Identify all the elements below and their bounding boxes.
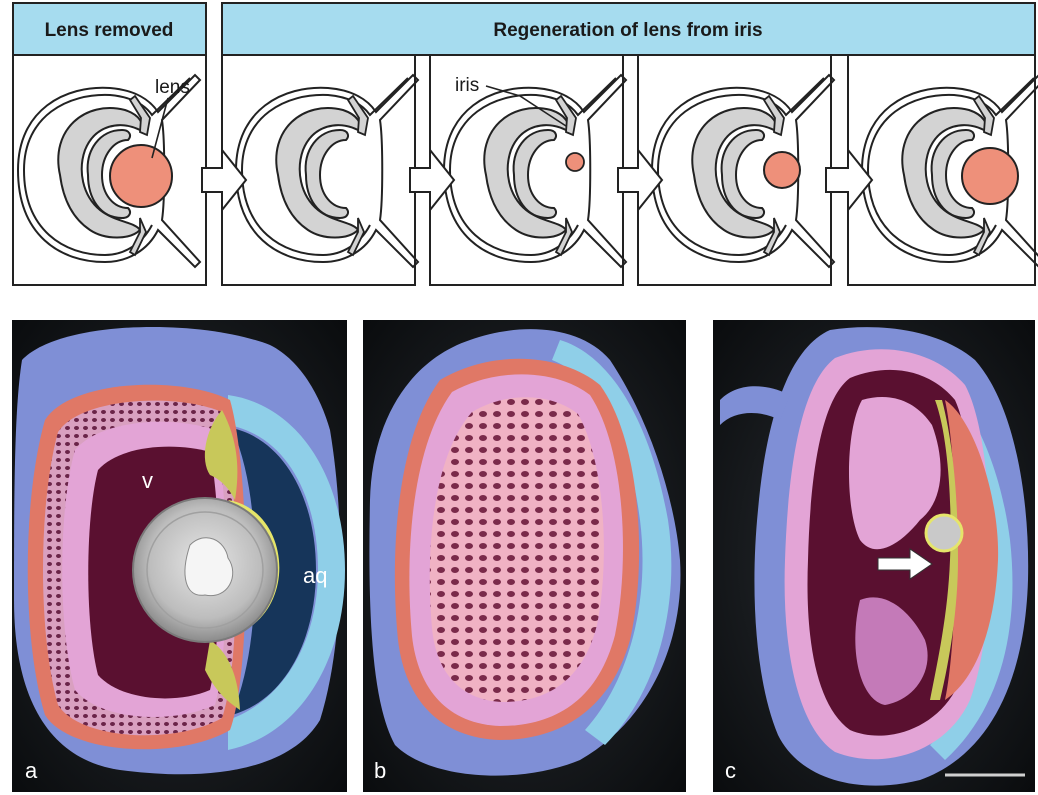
arrow-3 xyxy=(617,147,664,213)
photo-a-letter: a xyxy=(25,758,38,783)
arrow-1 xyxy=(201,147,248,213)
lens-label: lens xyxy=(155,77,190,98)
photo-panel-b xyxy=(363,320,686,792)
panel-stage-3: iris xyxy=(429,54,627,286)
stage-arrows xyxy=(201,147,874,213)
arrow-2 xyxy=(409,147,456,213)
iris-pointer-line xyxy=(485,85,567,127)
header-left-text: Lens removed xyxy=(45,20,174,41)
photo-c-arrow xyxy=(877,548,933,580)
panel-stage-5 xyxy=(847,54,1038,286)
lens-circle-4 xyxy=(763,151,801,189)
header-box-left xyxy=(12,2,207,56)
panel-lens-removed: lens xyxy=(12,54,207,286)
lens-circle-5 xyxy=(961,147,1019,205)
photo-c-lens xyxy=(924,513,964,553)
photo-a-label-v: v xyxy=(142,468,153,493)
diagram-strip: Lens removed Regeneration of lens from i… xyxy=(12,2,1038,286)
photo-panel-a: v aq a xyxy=(12,320,347,792)
panel-stage-4 xyxy=(637,54,835,286)
photo-c-letter: c xyxy=(725,758,736,783)
header-right-text: Regeneration of lens from iris xyxy=(493,20,762,41)
lens-circle-3 xyxy=(565,152,585,172)
arrow-4 xyxy=(825,147,874,213)
header-box-right xyxy=(221,2,1036,56)
photo-a-label-aq: aq xyxy=(303,563,327,588)
panel-stage-2 xyxy=(221,54,419,286)
photo-panel-c xyxy=(713,320,1035,792)
lens-circle-1 xyxy=(109,144,173,208)
lens-pointer-line xyxy=(151,97,169,159)
iris-label: iris xyxy=(455,75,479,96)
photo-b-letter: b xyxy=(374,758,386,783)
